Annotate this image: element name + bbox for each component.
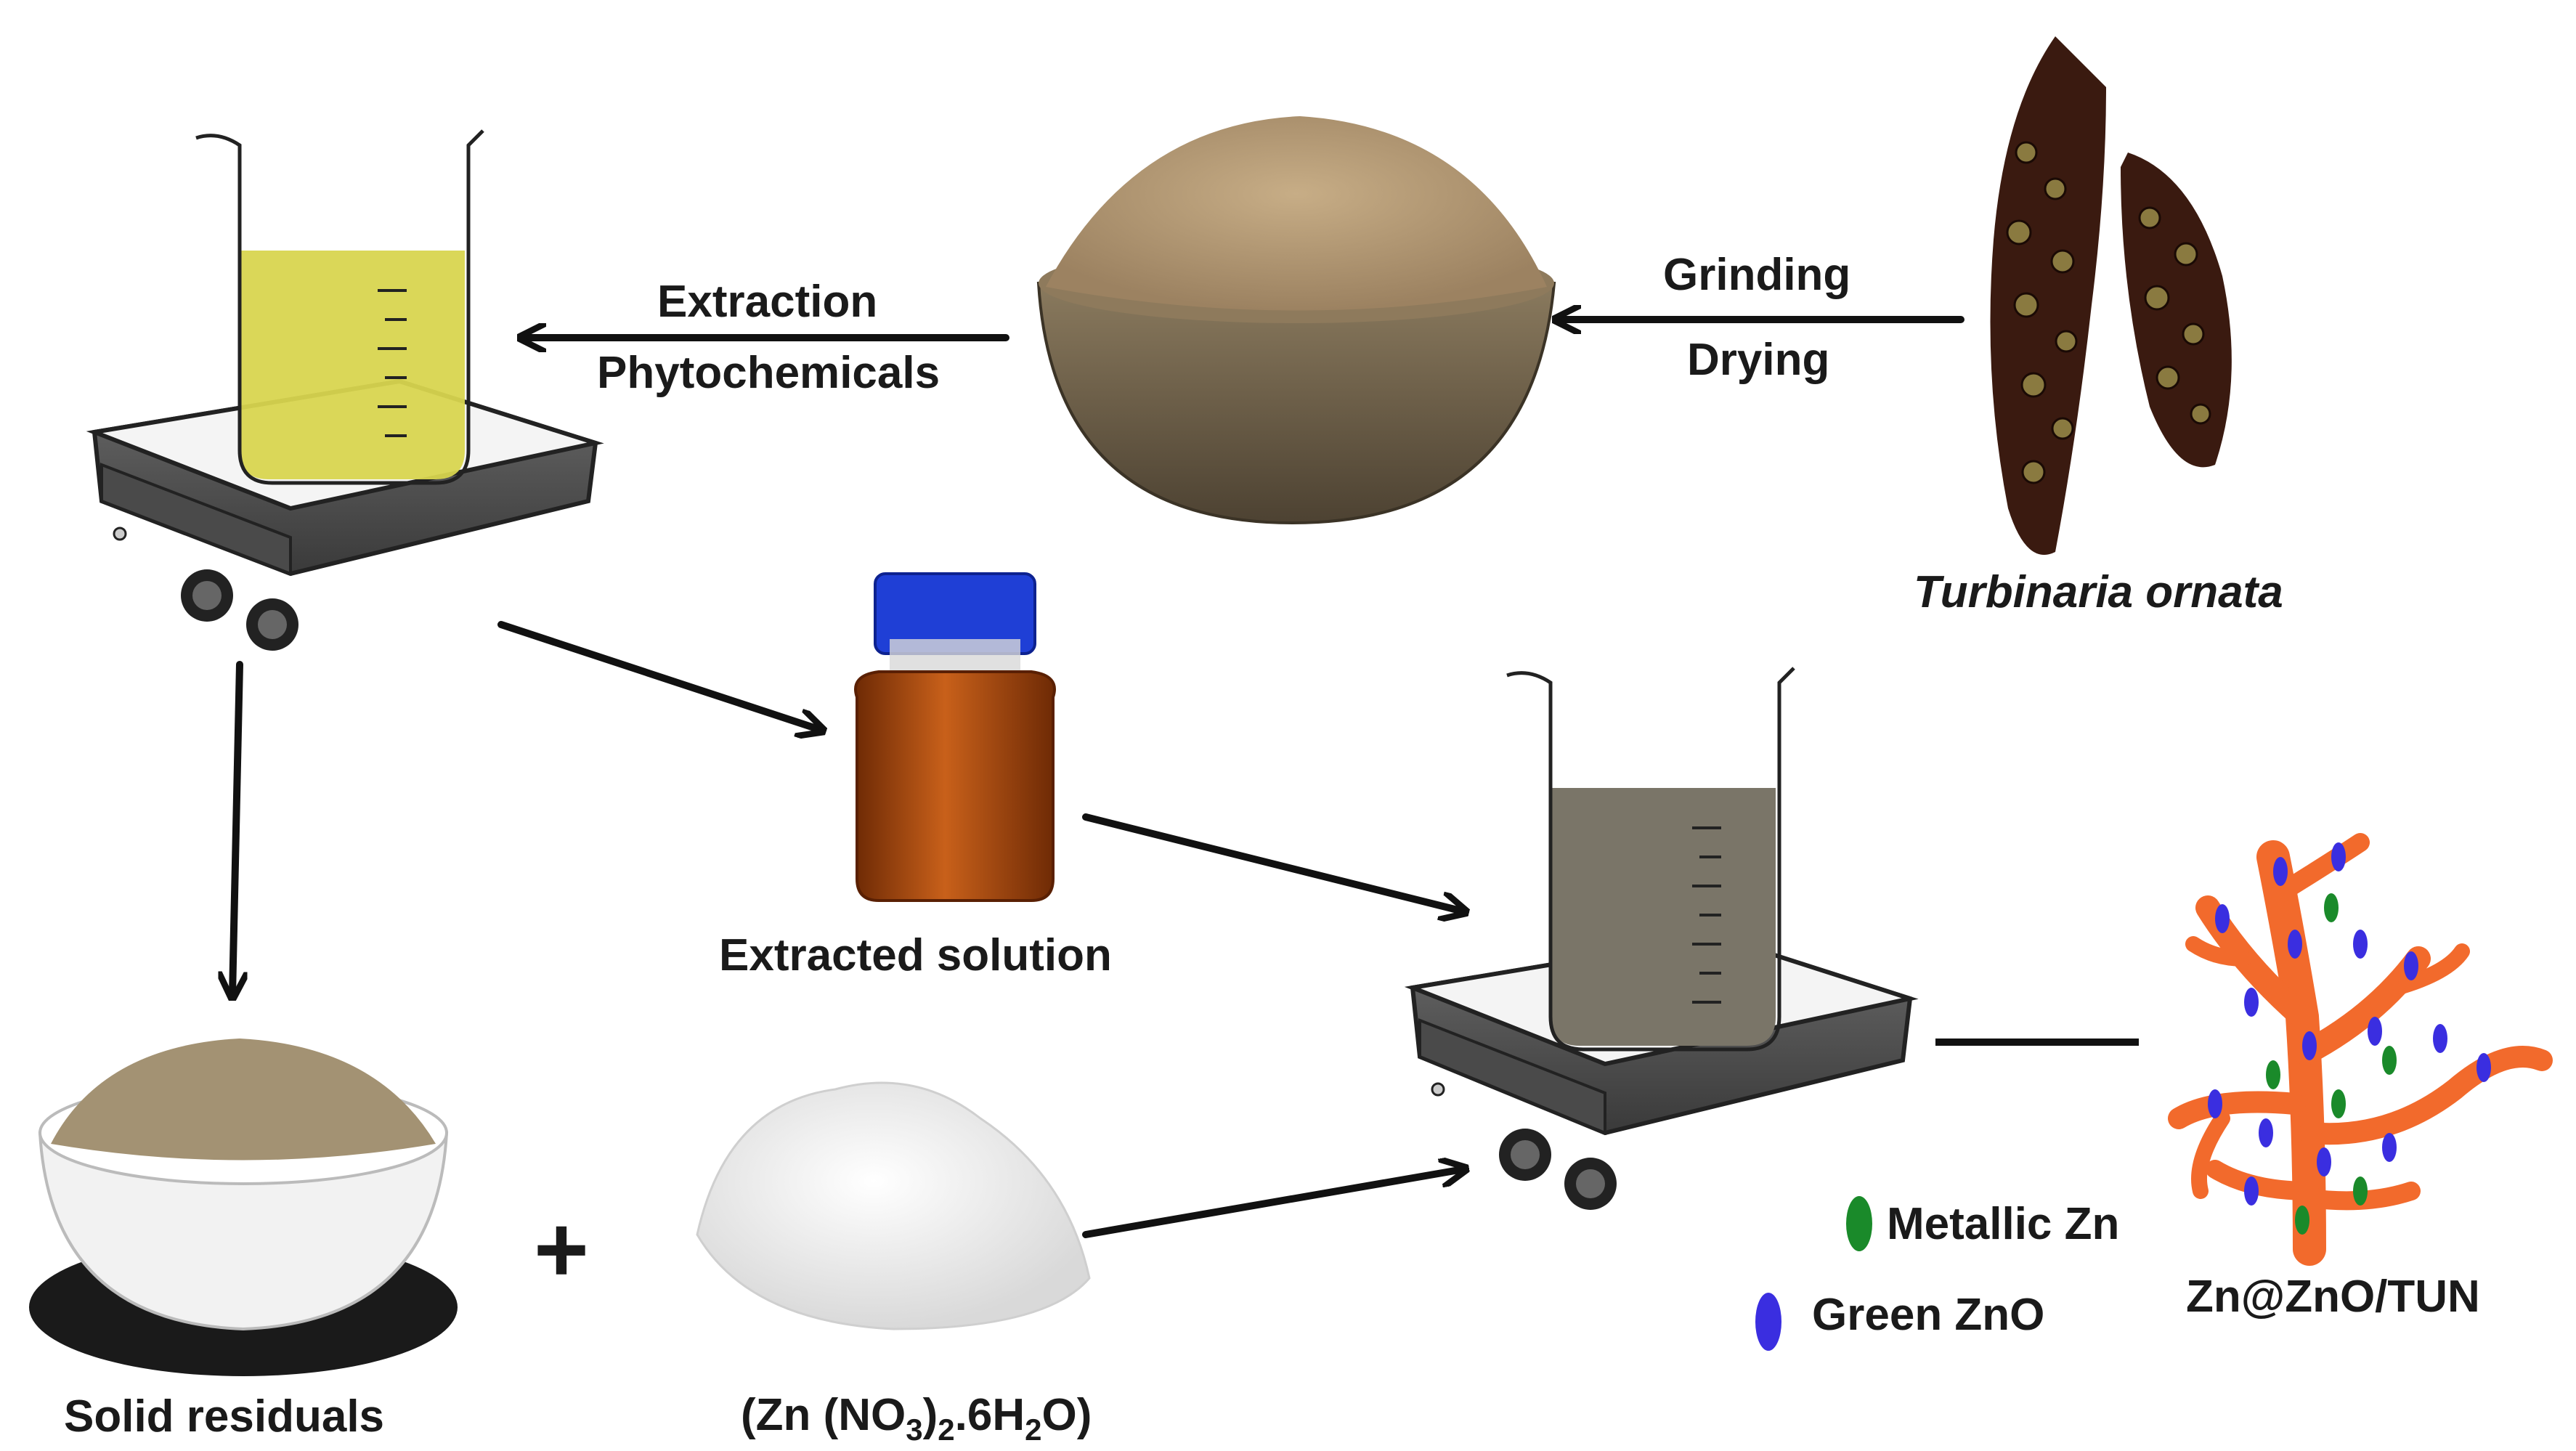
arrow-down-residual (232, 661, 240, 995)
zno-particles (2208, 842, 2491, 1206)
label-drying: Drying (1687, 335, 1830, 385)
label-product: Zn@ZnO/TUN (2186, 1272, 2480, 1322)
formula-subscript: 3 (906, 1413, 923, 1447)
blue-ellipse-icon (1755, 1293, 1781, 1351)
label-extraction: Extraction (657, 277, 878, 327)
legend-metallic-zn: Metallic Zn (1887, 1199, 2120, 1249)
arrow-salt-to-beaker (1082, 1169, 1463, 1238)
beaker-yellow (195, 129, 484, 485)
green-ellipse-icon (1846, 1196, 1872, 1251)
label-grinding: Grinding (1663, 250, 1851, 300)
label-solid-residuals: Solid residuals (64, 1391, 385, 1442)
label-extracted-solution: Extracted solution (719, 930, 1112, 980)
formula-subscript: 2 (938, 1413, 955, 1447)
label-zinc-nitrate: (Zn (NO3)2.6H2O) (741, 1393, 1092, 1445)
plus-sign: + (534, 1196, 589, 1302)
zn-particles (2266, 893, 2397, 1235)
formula-subscript: 2 (1025, 1413, 1042, 1447)
knob-icon (181, 569, 298, 651)
formula-part: .6H (954, 1390, 1025, 1440)
formula-part: (Zn (NO (741, 1390, 906, 1440)
label-phytochemicals: Phytochemicals (597, 348, 940, 398)
formula-part: ) (922, 1390, 938, 1440)
powder-bowl (1036, 116, 1556, 525)
seaweed-image (1990, 36, 2232, 555)
beaker-grey (1506, 667, 1795, 1052)
formula-part: O) (1041, 1390, 1092, 1440)
residual-bowl (29, 1039, 458, 1376)
knob-icon (1499, 1129, 1617, 1210)
zinc-nitrate-pile (696, 1081, 1091, 1330)
extract-bottle (854, 572, 1056, 902)
arrow-to-bottle (497, 621, 821, 730)
legend-green-zno: Green ZnO (1812, 1290, 2045, 1340)
arrow-to-beaker-2 (1082, 813, 1463, 911)
label-species: Turbinaria ornata (1914, 567, 2283, 617)
